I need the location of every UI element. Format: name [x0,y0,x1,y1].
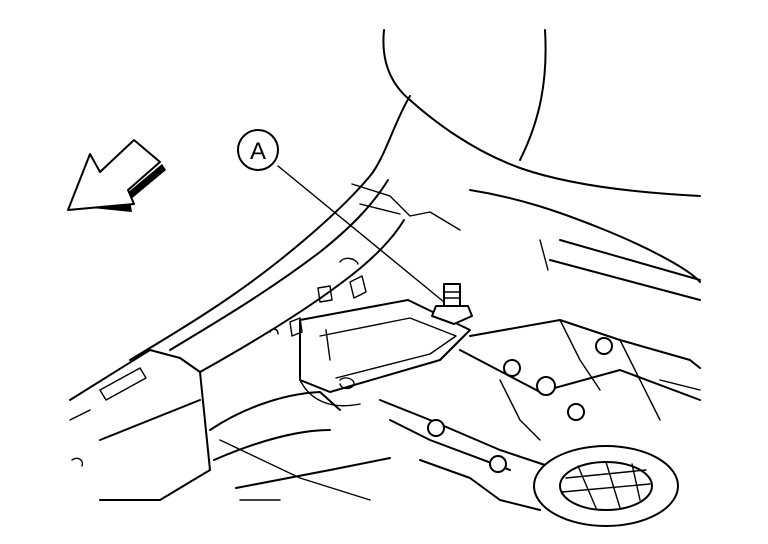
stud-bolt [431,283,473,325]
floor-tunnel [129,95,461,373]
seat-cushion [382,29,701,283]
side-sill [69,349,211,501]
direction-arrow-icon [67,139,166,212]
callout-a-label: A [250,138,266,165]
seat-rail-right [539,239,701,301]
callout-a: A [237,129,445,303]
mounting-bracket [299,299,471,407]
seat-frame [379,319,701,511]
floor-cross-member [209,391,391,501]
grid-pad [533,445,679,527]
